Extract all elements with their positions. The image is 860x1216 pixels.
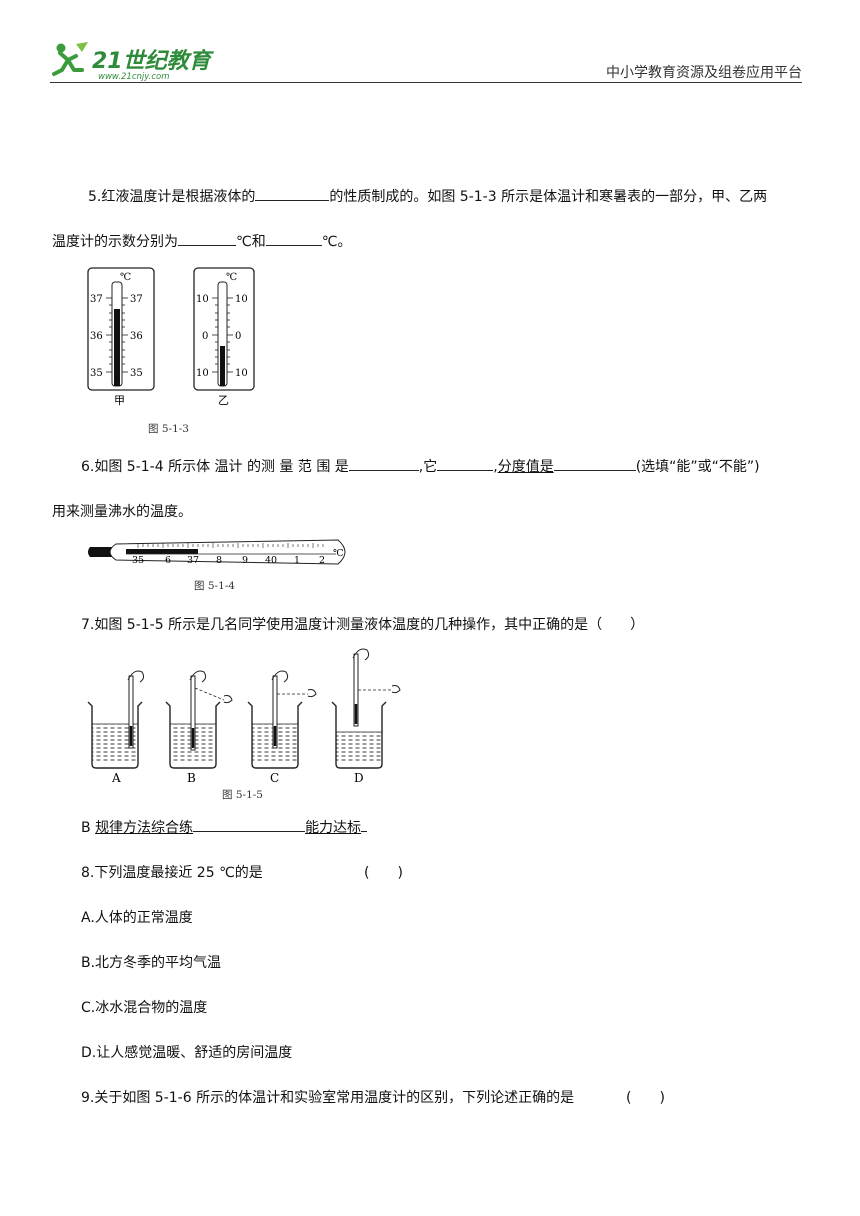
q5-text-1: 5.红液温度计是根据液体的 xyxy=(88,189,256,205)
section-b-part1: 规律方法综合练 xyxy=(95,820,194,836)
jia-tick-right-2: 35 xyxy=(130,368,143,379)
beaker-label-d: D xyxy=(354,771,364,785)
q5-blank-2[interactable] xyxy=(178,231,236,246)
q5-text-3: 温度计的示数分别为 xyxy=(52,234,178,250)
q5-blank-1[interactable] xyxy=(255,186,330,201)
yi-tick-left-1: 0 xyxy=(202,331,208,342)
logo-text: 21世纪教育 xyxy=(92,48,215,74)
q6-text-3: , xyxy=(493,459,498,475)
clinical-tick-6: 1 xyxy=(294,555,300,566)
beaker-label-c: C xyxy=(270,771,279,785)
section-b-prefix: B xyxy=(81,820,96,836)
q8-option-a[interactable]: A.人体的正常温度 xyxy=(81,910,193,926)
yi-tick-left-0: 10 xyxy=(196,294,209,305)
site-logo: 21世纪教育 www.21cnjy.com xyxy=(52,42,215,82)
q5-text-4: ℃和 xyxy=(236,234,266,250)
yi-ticks xyxy=(212,297,233,373)
question-7: 7.如图 5-1-5 所示是几名同学使用温度计测量液体温度的几种操作，其中正确的… xyxy=(81,617,645,633)
jia-unit: ℃ xyxy=(120,272,131,283)
q6-blank-2[interactable] xyxy=(437,456,494,471)
jia-tick-left-2: 35 xyxy=(90,368,103,379)
yi-tick-right-2: 10 xyxy=(235,368,248,379)
q9-stem: 9.关于如图 5-1-6 所示的体温计和实验室常用温度计的区别，下列论述正确的是 xyxy=(81,1090,575,1106)
beaker-c xyxy=(247,670,317,769)
yi-liquid-column xyxy=(220,346,225,386)
q5-text-2: 的性质制成的。如图 5-1-3 所示是体温计和寒暑表的一部分，甲、乙两 xyxy=(329,189,768,205)
beaker-label-b: B xyxy=(187,771,196,785)
q6-text-1: 6.如图 5-1-4 所示体 温计 的测 量 范 围 是 xyxy=(81,459,349,475)
q6-text-6: 用来测量沸水的温度。 xyxy=(52,504,192,520)
q5-blank-3[interactable] xyxy=(265,231,322,246)
q6-text-4: 分度值是 xyxy=(497,459,554,475)
yi-label: 乙 xyxy=(218,394,229,407)
clinical-unit: ℃ xyxy=(333,548,344,559)
figure-5-1-3: ℃ 37 37 36 36 35 35 甲 ℃ 10 10 0 0 xyxy=(87,267,255,435)
q5-text-5: ℃。 xyxy=(321,234,352,250)
yi-unit: ℃ xyxy=(226,272,237,283)
clinical-thermometer-ticks xyxy=(137,543,324,548)
q6-text-2: ,它 xyxy=(418,459,438,475)
clinical-tick-3: 8 xyxy=(216,555,222,566)
section-b-heading: B 规律方法综合练 能力达标 xyxy=(81,817,368,837)
logo-url: www.21cnjy.com xyxy=(98,72,169,82)
platform-name: 中小学教育资源及组卷应用平台 xyxy=(606,65,802,81)
q8-option-d[interactable]: D.让人感觉温暖、舒适的房间温度 xyxy=(81,1045,293,1061)
beaker-a xyxy=(87,670,145,769)
q8-option-b[interactable]: B.北方冬季的平均气温 xyxy=(81,955,222,971)
yi-tick-right-0: 10 xyxy=(235,294,248,305)
clinical-thermometer-body xyxy=(109,539,346,565)
beaker-b xyxy=(165,670,233,769)
clinical-tick-4: 9 xyxy=(242,555,248,566)
jia-liquid-column xyxy=(114,309,120,386)
beaker-d xyxy=(331,648,401,769)
yi-tick-right-1: 0 xyxy=(235,331,241,342)
header-rule xyxy=(50,82,802,83)
q8-answer-paren[interactable]: ( ) xyxy=(364,865,403,881)
figure-5-1-4-caption: 图 5-1-4 xyxy=(194,580,235,592)
jia-label: 甲 xyxy=(114,394,125,407)
beaker-label-a: A xyxy=(111,771,121,785)
q8-stem: 8.下列温度最接近 25 ℃的是 xyxy=(81,865,263,881)
clinical-thermometer-liquid xyxy=(126,549,198,554)
clinical-tick-7: 2 xyxy=(319,555,325,566)
figure-5-1-5-caption: 图 5-1-5 xyxy=(222,789,263,801)
jia-ticks xyxy=(106,297,128,373)
q6-blank-1[interactable] xyxy=(348,456,419,471)
jia-tick-left-0: 37 xyxy=(90,294,103,305)
page-header: 21世纪教育 www.21cnjy.com 中小学教育资源及组卷应用平台 xyxy=(0,0,860,90)
figure-5-1-4: 35 6 37 8 9 40 1 2 ℃ 图 5-1-4 xyxy=(88,539,346,592)
jia-tick-right-1: 36 xyxy=(130,331,143,342)
clinical-tick-2: 37 xyxy=(187,555,199,566)
clinical-tick-0: 35 xyxy=(132,555,144,566)
section-b-part2: 能力达标 xyxy=(305,820,362,836)
figure-5-1-3-caption: 图 5-1-3 xyxy=(148,423,189,435)
clinical-tick-5: 40 xyxy=(265,555,277,566)
jia-tick-right-0: 37 xyxy=(130,294,143,305)
q6-text-5: (选填“能”或“不能”) xyxy=(635,459,760,475)
yi-tick-left-2: 10 xyxy=(196,368,209,379)
q8-option-c[interactable]: C.冰水混合物的温度 xyxy=(81,1000,208,1016)
figure-5-1-5: A B C D 图 5-1-5 xyxy=(87,648,401,801)
q6-blank-3[interactable] xyxy=(553,456,636,471)
jia-tick-left-1: 36 xyxy=(90,331,103,342)
clinical-tick-1: 6 xyxy=(165,555,171,566)
q9-answer-paren[interactable]: ( ) xyxy=(626,1090,665,1106)
